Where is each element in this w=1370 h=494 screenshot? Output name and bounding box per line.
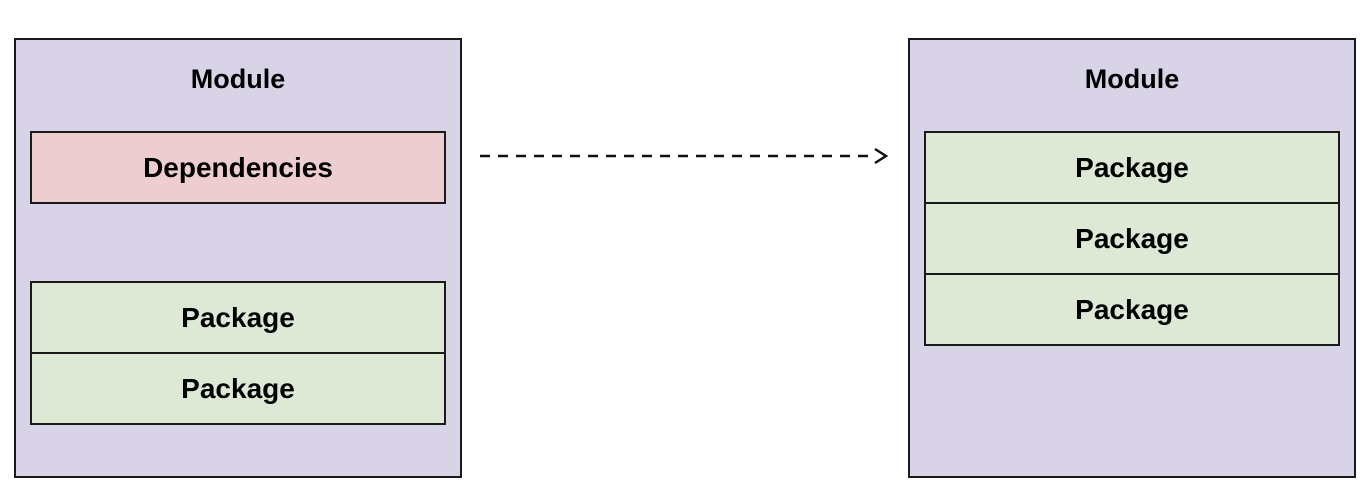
arrow-head — [874, 147, 889, 165]
right-package-box: Package — [924, 202, 1340, 275]
left-module-title: Module — [190, 64, 286, 94]
left-package-box: Package — [30, 352, 446, 425]
right-module: Module Package Package Package — [908, 38, 1356, 478]
dashed-arrow — [480, 147, 889, 165]
right-module-title: Module — [1084, 64, 1180, 94]
right-package-box: Package — [924, 273, 1340, 346]
right-package-box: Package — [924, 131, 1340, 204]
left-package-box: Package — [30, 281, 446, 354]
dependencies-box: Dependencies — [30, 131, 446, 204]
left-module: Module Dependencies Package Package — [14, 38, 462, 478]
